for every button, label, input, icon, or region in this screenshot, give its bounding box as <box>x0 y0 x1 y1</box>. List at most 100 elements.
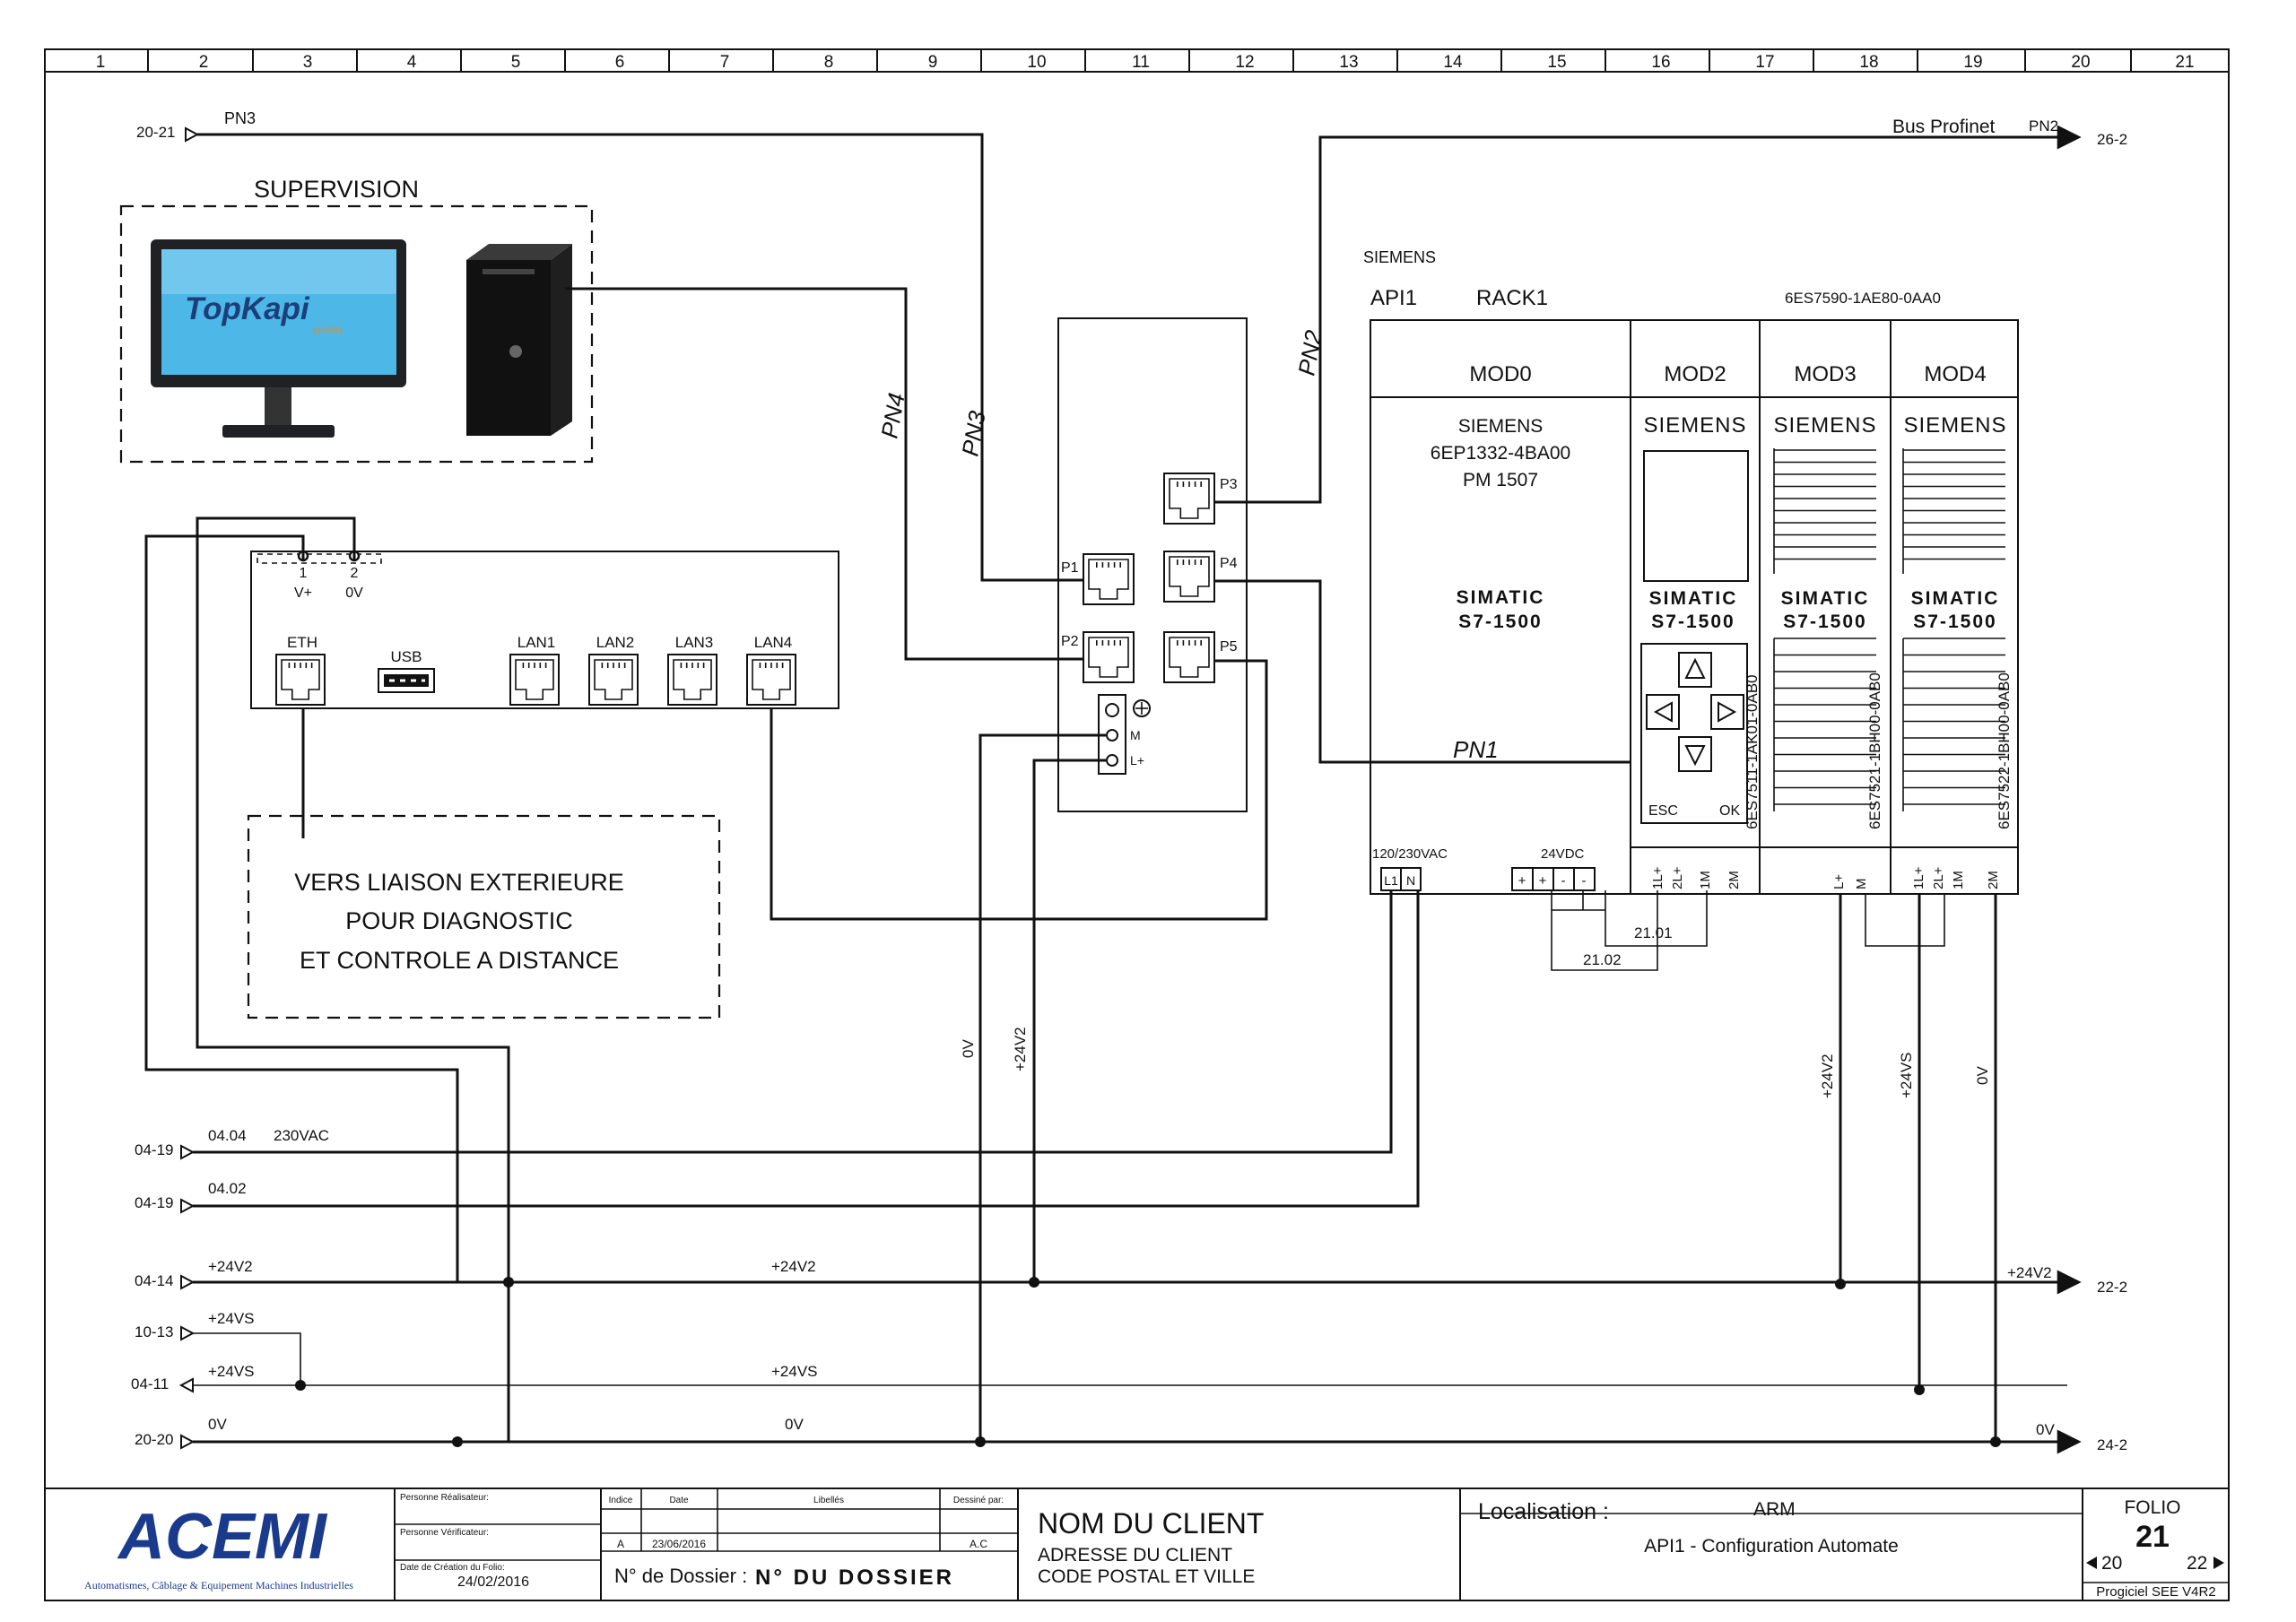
module-model: PM 1507 <box>1463 470 1538 490</box>
switch-port-label: P5 <box>1220 639 1238 655</box>
company-tagline: Automatismes, Câblage & Equipement Machi… <box>84 1579 353 1592</box>
monitor-icon[interactable] <box>151 239 406 438</box>
creation-date: 24/02/2016 <box>457 1574 529 1590</box>
junction-dots <box>295 1277 2001 1447</box>
router-box <box>250 551 839 709</box>
rj45-port-icon[interactable] <box>1163 473 1215 525</box>
arrow-up-icon[interactable] <box>1678 652 1712 688</box>
port-label: LAN3 <box>675 634 714 651</box>
router-ports[interactable] <box>275 654 796 706</box>
psu-output-label: 24VDC <box>1541 846 1585 862</box>
module-id: MOD3 <box>1794 362 1856 386</box>
column-number: 7 <box>720 53 730 72</box>
arrow-down-icon[interactable] <box>1678 736 1712 772</box>
rj45-port-icon[interactable] <box>1163 551 1215 603</box>
bus-source: 04-19 <box>135 1141 173 1158</box>
mod3-terminal: L+ <box>1831 874 1847 889</box>
usb-port-icon[interactable] <box>378 668 435 693</box>
rj45-port-icon[interactable] <box>1083 553 1135 605</box>
bus-source: 04-11 <box>131 1375 169 1392</box>
switch-ports[interactable] <box>1083 473 1215 683</box>
module-id: MOD4 <box>1924 362 1986 386</box>
cpu-terminal: 1L+ <box>1650 866 1665 889</box>
bus-name: +24V2 <box>208 1258 253 1275</box>
port-label: ETH <box>287 634 317 651</box>
plc-rack-frame <box>1370 319 2019 895</box>
port-label: LAN4 <box>754 634 793 651</box>
supervision-frame <box>119 204 594 464</box>
rj45-port-icon[interactable] <box>588 654 639 706</box>
module-mod2[interactable]: MOD2 SIEMENS SIMATIC S7-1500 ESC OK 6ES7… <box>1640 362 1761 829</box>
cpu-key-esc[interactable]: ESC <box>1648 803 1678 819</box>
wire-label: +24V2 <box>1012 1027 1029 1071</box>
mod4-terminal: 1L+ <box>1911 866 1926 889</box>
dossier-value: N° DU DOSSIER <box>755 1566 954 1590</box>
column-number: 15 <box>1547 53 1566 72</box>
column-ruler <box>147 49 2132 72</box>
plc-name: API1 <box>1370 286 1417 310</box>
plc-brand: SIEMENS <box>1363 248 1436 266</box>
module-series: S7-1500 <box>1913 612 1996 632</box>
column-number: 6 <box>615 53 625 72</box>
module-mod3[interactable]: MOD3 SIEMENS SIMATIC S7-1500 6ES7521-1BH… <box>1773 362 1883 829</box>
title-block <box>44 1488 2230 1601</box>
module-side-ref: 6ES7521-1BH00-0AB0 <box>1866 672 1883 829</box>
rev-cell: 23/06/2016 <box>652 1538 706 1550</box>
column-number: 2 <box>199 53 209 72</box>
rail-reference: 6ES7590-1AE80-0AA0 <box>1785 290 1941 307</box>
pn3-source: 20-21 <box>136 124 175 141</box>
column-number: 12 <box>1235 53 1254 72</box>
folio-next: 22 <box>2187 1553 2207 1574</box>
bus-name: +24VS <box>208 1310 255 1327</box>
rj45-port-icon[interactable] <box>667 654 718 706</box>
pn1-label: PN1 <box>1453 736 1499 763</box>
cpu-terminal: 2L+ <box>1670 866 1685 889</box>
switch-port-label: P1 <box>1061 560 1079 576</box>
arrow-right-icon[interactable] <box>1710 694 1744 730</box>
rj45-port-icon[interactable] <box>275 654 326 706</box>
router-terminal-label: V+ <box>294 585 312 601</box>
bus-name: +24VS <box>208 1363 255 1380</box>
column-number: 8 <box>824 53 834 72</box>
folio-prev-link[interactable]: 20 <box>2086 1553 2122 1574</box>
client-name: NOM DU CLIENT <box>1038 1507 1264 1540</box>
psu-out-terminal: - <box>1582 873 1587 889</box>
arrow-left-icon[interactable] <box>1646 694 1680 730</box>
localisation-label: Localisation : <box>1478 1499 1609 1524</box>
bus-dest: 22-2 <box>2097 1279 2127 1296</box>
topkapi-logo: TopKapi <box>185 291 310 326</box>
column-number: 21 <box>2175 53 2194 72</box>
column-number: 13 <box>1339 53 1358 72</box>
column-number: 19 <box>1963 53 1982 72</box>
verificateur-label: Personne Vérificateur: <box>400 1528 489 1538</box>
client-city: CODE POSTAL ET VILLE <box>1038 1566 1255 1587</box>
cpu-key-ok[interactable]: OK <box>1719 803 1740 819</box>
cpu-keypad <box>1640 643 1748 824</box>
rj45-port-icon[interactable] <box>1163 631 1215 683</box>
folio-next-link[interactable]: 22 <box>2187 1553 2224 1574</box>
wire-label: +24VS <box>1898 1052 1915 1098</box>
router-terminal-number: 2 <box>351 566 359 581</box>
module-mod0[interactable]: MOD0 SIEMENS 6EP1332-4BA00 PM 1507 SIMAT… <box>1431 362 1570 632</box>
bus-tag: 230VAC <box>274 1127 329 1144</box>
pn2-dest: 26-2 <box>2097 131 2127 148</box>
rev-header: Dessiné par: <box>953 1496 1004 1505</box>
module-series: SIMATIC <box>1781 588 1870 609</box>
module-side-ref: 6ES7522-1BH00-0AB0 <box>1996 672 2013 829</box>
rj45-port-icon[interactable] <box>746 654 796 706</box>
pc-tower-icon[interactable] <box>466 244 572 436</box>
ethernet-switch <box>1057 317 1248 812</box>
module-mod4[interactable]: MOD4 SIEMENS SIMATIC S7-1500 6ES7522-1BH… <box>1902 362 2013 829</box>
module-series: SIMATIC <box>1911 588 2000 609</box>
bus-source: 20-20 <box>135 1431 173 1448</box>
creation-label: Date de Création du Folio: <box>400 1563 505 1573</box>
rev-header: Indice <box>609 1496 633 1505</box>
remote-note-line: ET CONTROLE A DISTANCE <box>300 947 619 974</box>
rj45-port-icon[interactable] <box>509 654 560 706</box>
column-number: 9 <box>928 53 938 72</box>
switch-terminal-label: M <box>1130 728 1141 742</box>
realisateur-label: Personne Réalisateur: <box>400 1493 489 1503</box>
remote-note-line: POUR DIAGNOSTIC <box>345 907 573 934</box>
rj45-port-icon[interactable] <box>1083 631 1135 683</box>
column-number: 10 <box>1027 53 1046 72</box>
